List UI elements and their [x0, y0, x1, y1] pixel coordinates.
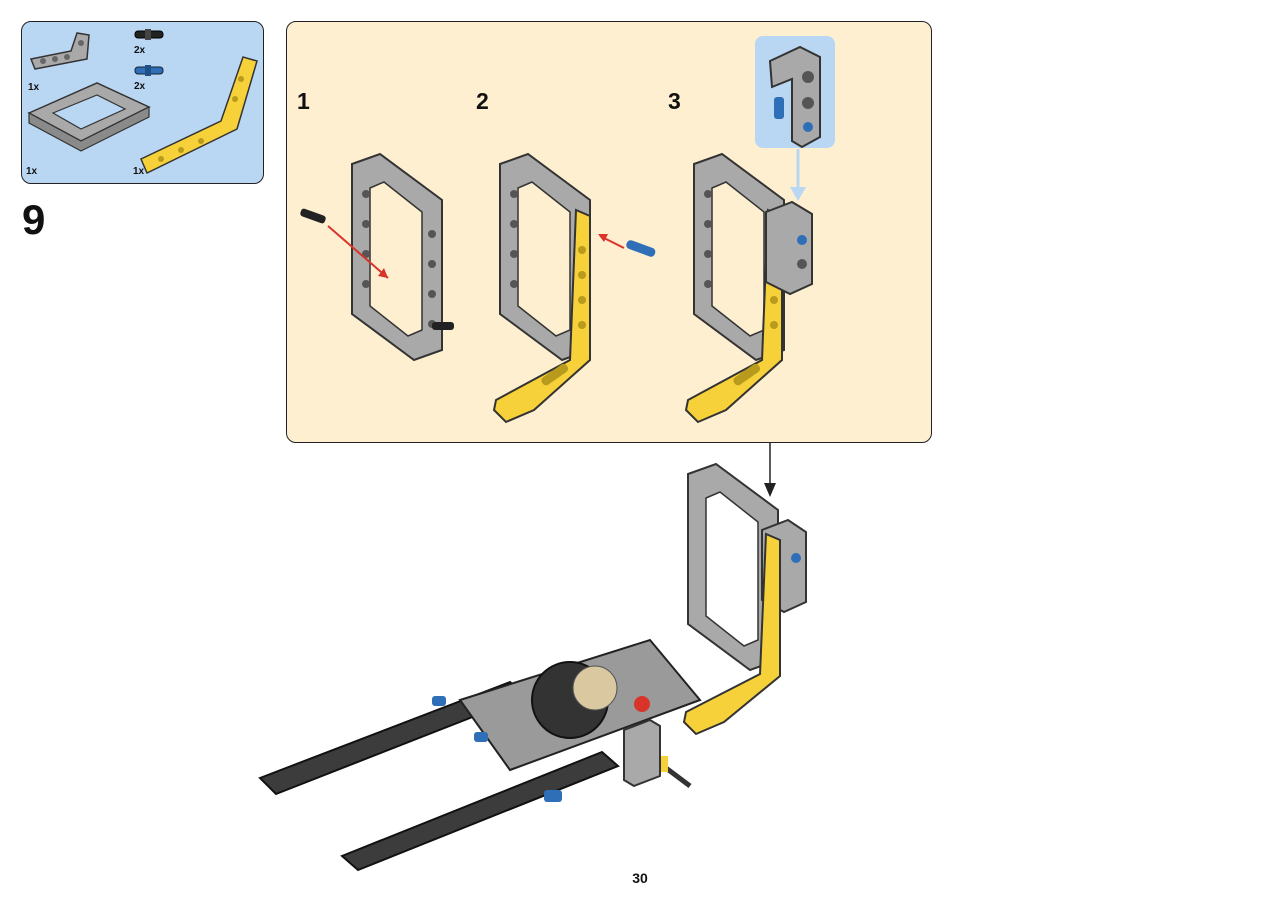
- dark-beam-lower: [340, 750, 620, 872]
- main-assembly-illustration: [258, 462, 807, 872]
- frame-grey-icon: [27, 82, 151, 152]
- yellow-beam-main: [682, 532, 781, 736]
- axle-pin-blue-icon: [134, 65, 164, 76]
- qty-frame: 1x: [26, 166, 38, 177]
- substep-label-1: 1: [297, 88, 310, 114]
- substep-1-illustration: [300, 153, 454, 361]
- substep-2-illustration: [493, 153, 656, 423]
- substep-label-2: 2: [476, 88, 489, 114]
- page-number: 30: [632, 870, 648, 886]
- bent-beam-yellow-icon: [140, 56, 258, 175]
- connector-pin-black-icon: [134, 29, 164, 40]
- qty-black-pin: 2x: [134, 45, 146, 56]
- l-beam-grey-icon: [29, 32, 90, 70]
- substep-label-3: 3: [668, 88, 681, 114]
- parts-list-illustration: [27, 29, 258, 175]
- qty-blue-pin: 2x: [134, 81, 146, 92]
- qty-l-beam: 1x: [28, 82, 40, 93]
- substep-3-illustration: [685, 153, 813, 423]
- callout-l-beam-icon: [768, 45, 821, 149]
- red-part: [634, 696, 650, 712]
- step-number: 9: [22, 196, 46, 243]
- qty-yellow-beam: 1x: [133, 166, 145, 177]
- connecting-arrow: [764, 443, 776, 497]
- substep-illustrations: [300, 45, 821, 423]
